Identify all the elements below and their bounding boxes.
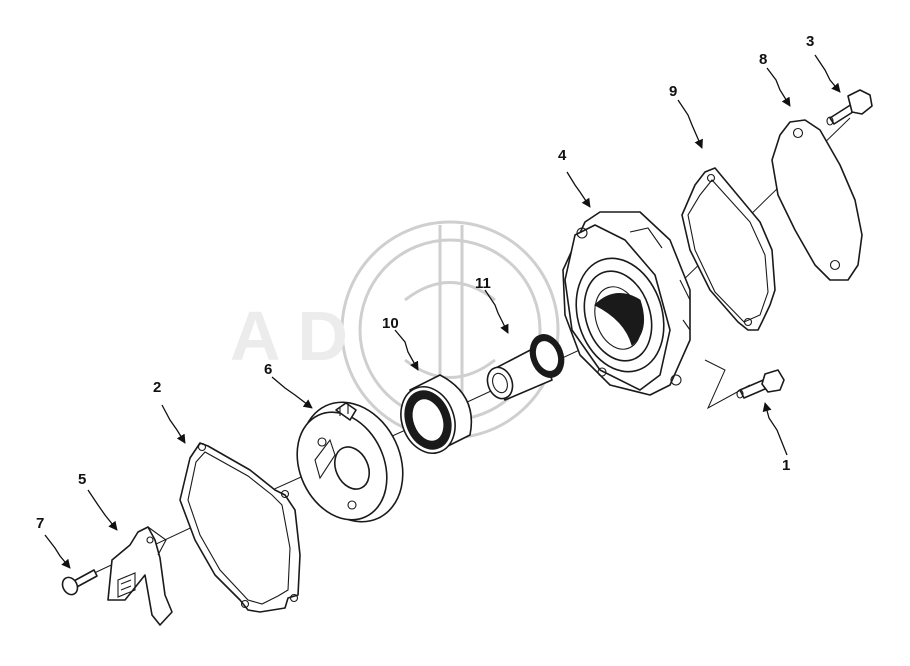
part-9-gasket xyxy=(681,167,776,331)
watermark-text: A D xyxy=(230,297,348,375)
part-5-bracket xyxy=(107,526,173,626)
callout-labels: 1 2 3 4 5 6 7 8 9 10 11 xyxy=(36,33,814,532)
callout-1: 1 xyxy=(782,457,790,474)
callout-7: 7 xyxy=(36,515,44,532)
part-7-screw xyxy=(61,569,98,596)
bolt-1-guide-line xyxy=(704,359,751,410)
part-8-cover xyxy=(771,119,863,281)
part-1-bolt xyxy=(736,369,785,399)
callout-2: 2 xyxy=(153,379,161,396)
callout-3: 3 xyxy=(806,33,814,50)
part-4-housing xyxy=(562,211,691,396)
part-10-bearing xyxy=(400,374,473,454)
part-6-plate xyxy=(296,401,404,523)
callout-11: 11 xyxy=(475,275,491,292)
callout-9: 9 xyxy=(669,83,677,100)
part-2-gasket xyxy=(179,442,301,613)
part-3-screw xyxy=(826,89,873,126)
callout-leaders xyxy=(44,54,841,569)
callout-5: 5 xyxy=(78,471,86,488)
part-11-sleeve xyxy=(486,334,565,401)
callout-4: 4 xyxy=(558,147,567,164)
callout-8: 8 xyxy=(759,51,767,68)
callout-10: 10 xyxy=(382,315,399,332)
callout-6: 6 xyxy=(264,361,272,378)
